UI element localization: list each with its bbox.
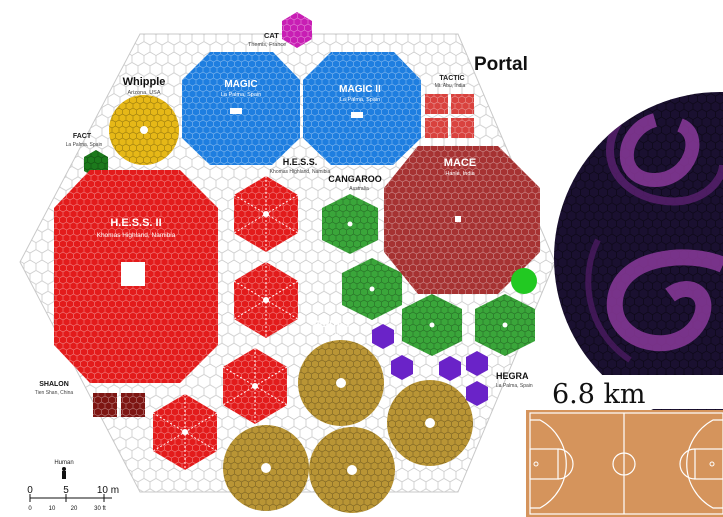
- magic-location: La Palma, Spain: [221, 92, 261, 98]
- basketball-court: [526, 410, 723, 517]
- cat-location: Themis, France: [248, 42, 286, 48]
- magic-name: MAGIC: [224, 79, 257, 90]
- fact-name: FACT: [73, 133, 92, 140]
- veritas-telescope-4: [309, 427, 395, 513]
- hess-ii-location: Khomas Highland, Namibia: [97, 232, 176, 239]
- scale-m-10: 10 m: [97, 485, 119, 496]
- human-figure: Human: [54, 460, 73, 479]
- cat-telescope: CAT Themis, France: [248, 12, 312, 48]
- green-disc-telescope: [511, 268, 537, 294]
- scale-ft-30: 30 ft: [94, 506, 106, 512]
- cangaroo-name: CANGAROO: [328, 174, 382, 184]
- distance-label: 6.8 km: [552, 379, 646, 410]
- hess-location: Khomas Highland, Namibia: [270, 169, 331, 175]
- shalon-name: SHALON: [39, 381, 69, 388]
- hess-name: H.E.S.S.: [283, 157, 318, 167]
- mace-location: Hanle, India: [445, 171, 475, 177]
- scale-bar: 0 5 10 m 0 10 20 30 ft: [27, 485, 119, 512]
- hegra-name: HEGRA: [496, 371, 529, 381]
- scale-ft-20: 20: [71, 506, 78, 512]
- magic-ii-telescope: MAGIC II La Palma, Spain: [303, 52, 421, 165]
- veritas-telescope-1: [298, 340, 384, 426]
- portal-label: Portal: [474, 54, 528, 75]
- veritas-location: Arizona, USA: [315, 331, 346, 337]
- mace-name: MACE: [444, 157, 476, 169]
- shalon-location: Tien Shan, China: [35, 390, 74, 396]
- veritas-telescope-3: [223, 425, 309, 511]
- hess-ii-name: H.E.S.S. II: [110, 217, 161, 229]
- shalon-telescopes: [93, 393, 145, 417]
- tactic-name: TACTIC: [439, 75, 464, 82]
- human-label: Human: [54, 460, 73, 466]
- whipple-name: Whipple: [123, 76, 166, 88]
- tactic-location: Mt. Abu, India: [435, 83, 466, 89]
- cat-name: CAT: [264, 31, 279, 40]
- veritas-telescope-2: [387, 380, 473, 466]
- fact-location: La Palma, Spain: [66, 142, 103, 148]
- magic-ii-name: MAGIC II: [339, 84, 381, 95]
- scale-m-0: 0: [27, 485, 33, 496]
- scale-ft-0: 0: [28, 506, 32, 512]
- magic-telescope: MAGIC La Palma, Spain: [182, 52, 300, 165]
- cangaroo-location: Australia: [349, 186, 369, 192]
- veritas-name: VERITAS: [311, 319, 349, 329]
- scale-ft-10: 10: [49, 506, 56, 512]
- magic-ii-location: La Palma, Spain: [340, 97, 380, 103]
- hegra-location: La Palma, Spain: [496, 383, 533, 389]
- scale-m-5: 5: [63, 485, 69, 496]
- hess-ii-telescope: H.E.S.S. II Khomas Highland, Namibia: [54, 170, 218, 383]
